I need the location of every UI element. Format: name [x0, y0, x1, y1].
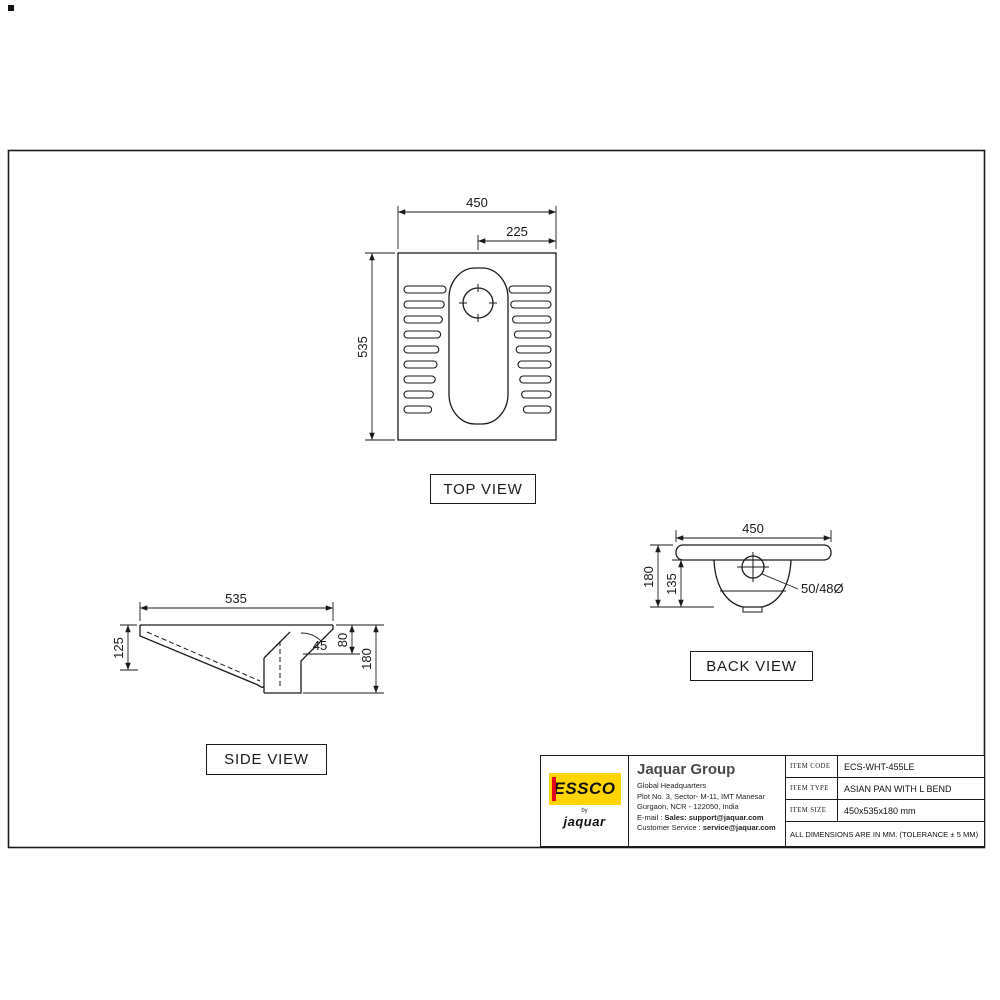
top-view-label-box: TOP VIEW — [430, 474, 536, 504]
item-size-label: ITEM SIZE — [786, 800, 838, 821]
pan-bowl-top — [448, 267, 509, 425]
sheet-corner-mark — [8, 5, 14, 11]
title-block: ESSCO by jaquar Jaquar Group Global Head… — [540, 755, 985, 847]
customer-service-line: Customer Service : service@jaquar.com — [637, 823, 777, 834]
brand-by-text: by — [581, 807, 588, 814]
company-address-line2: Gurgaon, NCR - 122050, India — [637, 802, 739, 811]
item-size-value: 450x535x180 mm — [844, 805, 916, 816]
drain-center-ticks — [459, 284, 497, 322]
dim-label-back-135: 135 — [664, 573, 679, 595]
dim-label-top-450: 450 — [466, 195, 488, 210]
side-view-drawing: 535 125 45 80 180 — [111, 591, 384, 694]
jaquar-logo: by jaquar — [563, 808, 605, 830]
customer-service-label: Customer Service : — [637, 823, 703, 832]
top-view-drawing: 450 225 535 — [355, 195, 557, 441]
pan-outline-top — [397, 252, 557, 441]
side-view-label-box: SIDE VIEW — [206, 744, 327, 775]
essco-red-accent — [551, 776, 556, 801]
dim-side-125 — [120, 624, 138, 671]
dim-side-180 — [303, 625, 384, 694]
brand-logo-cell: ESSCO by jaquar — [541, 756, 629, 846]
dim-back-180 — [650, 544, 714, 608]
tolerance-note: ALL DIMENSIONS ARE IN MM. (TOLERANCE ± 5… — [790, 829, 979, 839]
foot-ribs-right — [508, 285, 552, 414]
essco-logo-text: ESSCO — [553, 778, 616, 798]
angle-arc — [300, 632, 322, 642]
item-code-label: ITEM CODE — [786, 756, 838, 777]
email-label: E-mail : — [637, 812, 665, 822]
drain-hole — [462, 287, 494, 319]
dim-label-side-535: 535 — [225, 591, 247, 606]
jaquar-logo-text: jaquar — [563, 813, 606, 829]
table-row: ITEM CODE ECS-WHT-455LE — [786, 756, 984, 778]
dim-top-535 — [365, 252, 395, 441]
bowl-foot — [742, 607, 763, 613]
dim-label-back-180: 180 — [641, 566, 656, 588]
dim-label-back-450: 450 — [742, 521, 764, 536]
back-view-drawing: 450 180 135 50/48Ø — [641, 521, 844, 613]
pan-profile-side — [139, 624, 334, 694]
company-info-cell: Jaquar Group Global Headquarters Plot No… — [629, 756, 786, 846]
dim-label-side-125: 125 — [111, 637, 126, 659]
back-view-label: BACK VIEW — [706, 657, 797, 675]
company-address-line1: Plot No. 3, Sector- M-11, IMT Manesar — [637, 791, 766, 801]
dim-top-450 — [397, 206, 557, 249]
item-type-label: ITEM TYPE — [786, 778, 838, 799]
table-row: ITEM SIZE 450x535x180 mm — [786, 800, 984, 822]
dim-back-135 — [672, 559, 710, 607]
dim-label-side-80: 80 — [335, 633, 350, 647]
leader-line-outlet — [761, 573, 799, 590]
dim-label-side-180: 180 — [359, 648, 374, 670]
table-row: ITEM TYPE ASIAN PAN WITH L BEND — [786, 778, 984, 800]
dim-label-top-535: 535 — [355, 336, 370, 358]
foot-ribs-left — [403, 285, 447, 414]
outlet-center-cross — [737, 552, 769, 582]
customer-service-value: service@jaquar.com — [702, 823, 776, 832]
company-hq: Global Headquarters — [637, 781, 707, 790]
dim-label-back-outlet: 50/48Ø — [801, 581, 844, 596]
dim-top-225 — [477, 235, 556, 250]
item-table: ITEM CODE ECS-WHT-455LE ITEM TYPE ASIAN … — [786, 756, 984, 846]
item-type-value: ASIAN PAN WITH L BEND — [844, 783, 952, 794]
dim-label-side-45: 45 — [313, 638, 327, 653]
dim-label-top-225: 225 — [506, 224, 528, 239]
sheet-border — [7, 149, 986, 849]
pan-bowl-back — [713, 559, 792, 608]
company-name: Jaquar Group — [637, 761, 736, 778]
back-view-label-box: BACK VIEW — [690, 651, 813, 681]
email-value: Sales: support@jaquar.com — [664, 812, 764, 822]
side-view-label: SIDE VIEW — [224, 751, 309, 768]
company-email-line: E-mail : Sales: support@jaquar.com — [637, 813, 777, 824]
dim-back-450 — [675, 530, 832, 542]
hidden-line-channel — [146, 631, 261, 682]
essco-logo: ESSCO — [548, 772, 621, 805]
dim-side-535 — [139, 602, 334, 621]
top-view-label: TOP VIEW — [443, 480, 523, 498]
item-code-value: ECS-WHT-455LE — [844, 761, 915, 772]
